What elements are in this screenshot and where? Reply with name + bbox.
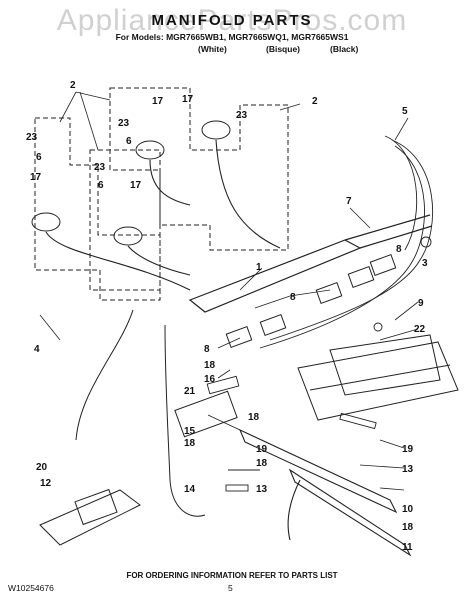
callout: 9 (418, 298, 424, 309)
leader-lines (39, 91, 419, 491)
callout: 18 (204, 360, 216, 371)
callout: 7 (346, 196, 352, 207)
callout: 2 (70, 80, 76, 91)
callout: 17 (152, 96, 164, 107)
callout: 17 (30, 172, 42, 183)
color-bisque: (Bisque) (266, 44, 300, 54)
page-number: 5 (228, 583, 233, 593)
small-hardware (206, 236, 432, 492)
callout: 18 (248, 412, 260, 423)
callout: 2 (312, 96, 318, 107)
callout: 14 (184, 484, 196, 495)
callout: 8 (290, 292, 296, 303)
callout: 8 (204, 344, 210, 355)
callout: 6 (98, 180, 104, 191)
callout: 10 (402, 504, 414, 515)
callout: 18 (256, 458, 268, 469)
callout: 1 (256, 262, 262, 273)
model-list: For Models: MGR7665WB1, MGR7665WQ1, MGR7… (115, 32, 349, 42)
callout: 8 (396, 244, 402, 255)
page-title: MANIFOLD PARTS (151, 12, 313, 29)
callout: 23 (236, 110, 248, 121)
callout: 16 (204, 374, 216, 385)
callout: 23 (118, 118, 130, 129)
ordering-info: FOR ORDERING INFORMATION REFER TO PARTS … (126, 571, 338, 580)
callout: 17 (182, 94, 194, 105)
callout: 4 (34, 344, 40, 355)
callout: 23 (94, 162, 106, 173)
burner-valves (225, 254, 397, 348)
callout: 6 (126, 136, 132, 147)
callout: 22 (414, 324, 426, 335)
color-white: (White) (198, 44, 227, 54)
callout: 23 (26, 132, 38, 143)
burner-tubes (45, 139, 281, 291)
callout: 13 (256, 484, 268, 495)
callout: 18 (402, 522, 414, 533)
callout: 18 (184, 438, 196, 449)
heat-shield-panels (297, 334, 459, 421)
callout: 19 (256, 444, 268, 455)
callout: 21 (184, 386, 196, 397)
document-number: W10254676 (8, 583, 54, 593)
callout: 3 (422, 258, 428, 269)
igniter-wires (259, 135, 434, 349)
callout: 19 (402, 444, 414, 455)
color-black: (Black) (330, 44, 359, 54)
callout: 20 (36, 462, 48, 473)
regulator-assembly (75, 309, 238, 517)
manifold-pipe (188, 214, 433, 313)
callout-numbers: 2 17 23 6 17 23 2 5 23 6 17 23 6 17 7 8 … (26, 80, 428, 553)
callout: 12 (40, 478, 52, 489)
callout: 11 (402, 542, 413, 553)
gas-inlet-bracket (39, 488, 141, 546)
lower-tubes (238, 428, 412, 557)
callout: 15 (184, 426, 196, 437)
callout: 13 (402, 464, 414, 475)
callout: 17 (130, 180, 142, 191)
burner-valve-group-boxes (34, 87, 289, 301)
callout: 5 (402, 106, 408, 117)
burner-heads (31, 120, 231, 246)
callout: 6 (36, 152, 42, 163)
